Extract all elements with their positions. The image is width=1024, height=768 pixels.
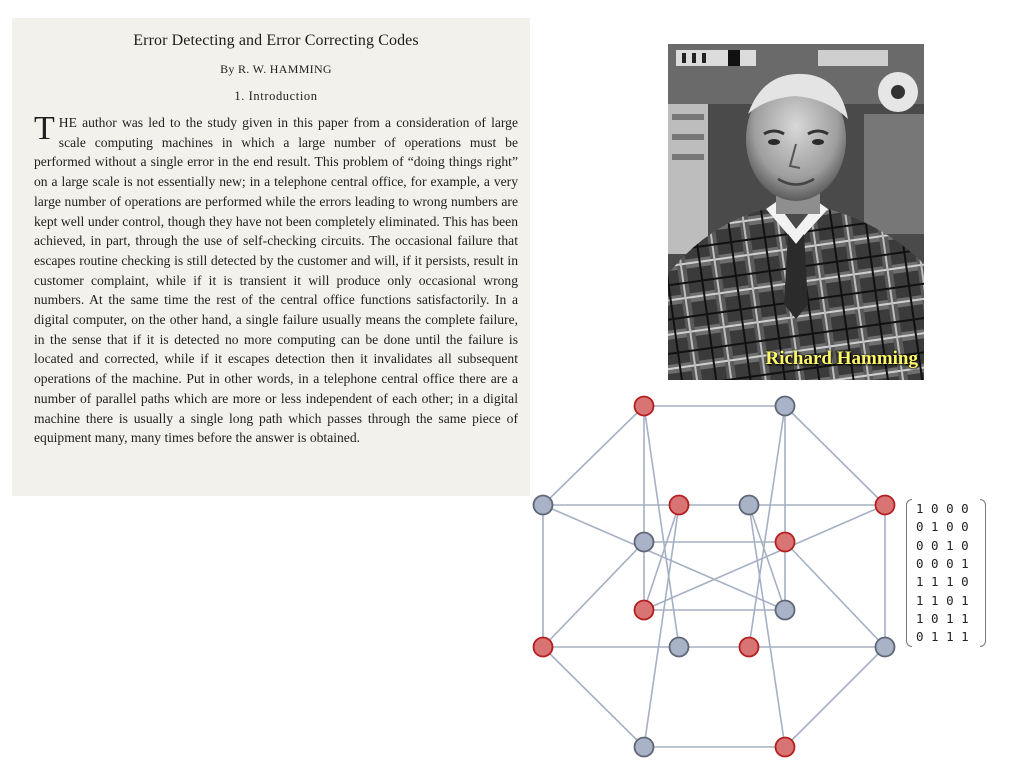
hypercube-edge xyxy=(748,405,786,648)
hypercube-node-red xyxy=(774,531,796,553)
hypercube-node-red xyxy=(633,599,655,621)
hypercube-node-red xyxy=(738,636,760,658)
hypercube-node-gray xyxy=(774,395,796,417)
matrix-row: 1 1 0 1 xyxy=(916,592,969,608)
matrix-row: 0 1 0 0 xyxy=(916,519,969,535)
hypercube-node-gray xyxy=(738,494,760,516)
matrix-row: 1 0 0 0 xyxy=(916,501,969,516)
portrait-photo: Richard Hamming xyxy=(668,44,924,380)
matrix-left-bracket xyxy=(906,499,912,647)
hypercube-edge xyxy=(784,646,886,748)
hypercube-edge xyxy=(748,504,786,611)
hypercube-edge xyxy=(784,541,886,648)
paper-body-text: HE author was led to the study given in … xyxy=(34,115,518,446)
hypercube-node-gray xyxy=(774,599,796,621)
hypercube-node-gray xyxy=(668,636,690,658)
hypercube-graph xyxy=(532,395,896,758)
hypercube-node-red xyxy=(532,636,554,658)
hypercube-node-gray xyxy=(633,531,655,553)
paper-author: By R. W. HAMMING xyxy=(220,62,332,76)
hypercube-edge xyxy=(643,504,680,748)
drop-cap: T xyxy=(34,110,55,147)
matrix-row: 0 0 0 1 xyxy=(916,555,969,571)
hypercube-edge xyxy=(643,405,680,648)
hypercube-edge xyxy=(542,405,645,506)
generator-matrix: 1 0 0 0 0 1 0 0 0 0 1 0 0 0 0 1 1 1 1 0 1 1 0… xyxy=(906,497,986,649)
hypercube-edge xyxy=(784,405,886,506)
hypercube-edge xyxy=(542,504,786,611)
hypercube-edge xyxy=(643,504,680,611)
matrix-row: 1 0 1 1 xyxy=(916,610,969,626)
hypercube-node-gray xyxy=(633,736,655,758)
section-heading: 1. Introduction xyxy=(234,89,318,103)
hypercube-edge xyxy=(643,504,886,611)
matrix-row: 0 0 1 0 xyxy=(916,537,969,553)
paper-scan: Error Detecting and Error Correcting Cod… xyxy=(12,18,530,496)
hypercube-node-gray xyxy=(532,494,554,516)
hypercube-node-red xyxy=(874,494,896,516)
portrait-image xyxy=(668,44,924,380)
paper-title: Error Detecting and Error Correcting Cod… xyxy=(133,32,419,49)
hypercube-edge xyxy=(748,504,786,748)
hypercube-node-gray xyxy=(874,636,896,658)
hypercube-edge xyxy=(542,541,645,648)
hypercube-node-red xyxy=(633,395,655,417)
matrix-row: 1 1 1 0 xyxy=(916,574,969,590)
portrait-caption: Richard Hamming xyxy=(765,348,918,369)
hypercube-node-red xyxy=(668,494,690,516)
hypercube-node-red xyxy=(774,736,796,758)
matrix-right-bracket xyxy=(980,499,986,647)
hypercube-edge xyxy=(542,646,645,748)
matrix-row: 0 1 1 1 xyxy=(916,629,969,645)
